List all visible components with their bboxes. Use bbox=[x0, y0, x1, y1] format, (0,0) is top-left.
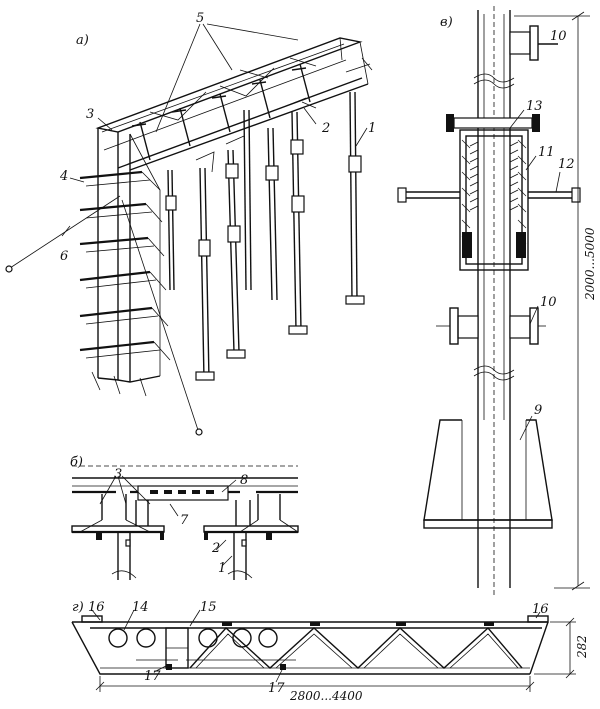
callout-v-9: 9 bbox=[534, 403, 542, 418]
callout-v-10-top: 10 bbox=[550, 29, 567, 44]
panel-v-prop-section bbox=[397, 6, 590, 596]
telescopic-props bbox=[165, 57, 373, 381]
callout-g-14: 14 bbox=[132, 600, 149, 615]
panel-label-g: г) bbox=[72, 600, 84, 615]
column-clamps bbox=[79, 170, 171, 361]
callout-a-1: 1 bbox=[368, 121, 376, 136]
dimension-truss-length: 2800...4400 bbox=[289, 689, 363, 703]
panel-label-v: в) bbox=[440, 15, 453, 30]
callout-a-4: 4 bbox=[59, 169, 68, 184]
labels: а) б) в) г) 5 3 4 6 2 1 3 8 7 2 1 10 13 … bbox=[59, 11, 597, 703]
panel-label-b: б) bbox=[70, 455, 83, 470]
dimension-truss-height: 282 bbox=[575, 635, 589, 659]
callout-v-11: 11 bbox=[538, 145, 555, 160]
callout-a-5: 5 bbox=[196, 11, 204, 26]
callout-a-3: 3 bbox=[86, 107, 94, 122]
panel-a-formwork-isometric bbox=[5, 23, 373, 436]
panel-label-a: а) bbox=[76, 33, 89, 48]
callout-b-3: 3 bbox=[114, 467, 122, 482]
panel-g-truss bbox=[71, 609, 576, 692]
callout-g-15: 15 bbox=[200, 600, 217, 615]
callout-g-17-right: 17 bbox=[268, 681, 285, 696]
panel-b-beam-section bbox=[71, 465, 299, 580]
callout-a-6: 6 bbox=[60, 249, 68, 264]
callout-g-17-left: 17 bbox=[144, 669, 161, 684]
callout-b-1: 1 bbox=[218, 561, 226, 576]
callout-v-12: 12 bbox=[558, 157, 575, 172]
callout-v-13: 13 bbox=[526, 99, 543, 114]
callout-b-8: 8 bbox=[240, 473, 248, 488]
callout-g-16-left: 16 bbox=[88, 600, 105, 615]
threaded-sleeve bbox=[459, 129, 529, 271]
callout-g-16-right: 16 bbox=[532, 602, 549, 617]
callout-v-10-bottom: 10 bbox=[540, 295, 557, 310]
callout-a-2: 2 bbox=[321, 121, 330, 136]
callout-b-7: 7 bbox=[180, 513, 189, 528]
dimension-prop-height: 2000...5000 bbox=[583, 227, 597, 301]
callout-b-2: 2 bbox=[211, 541, 220, 556]
